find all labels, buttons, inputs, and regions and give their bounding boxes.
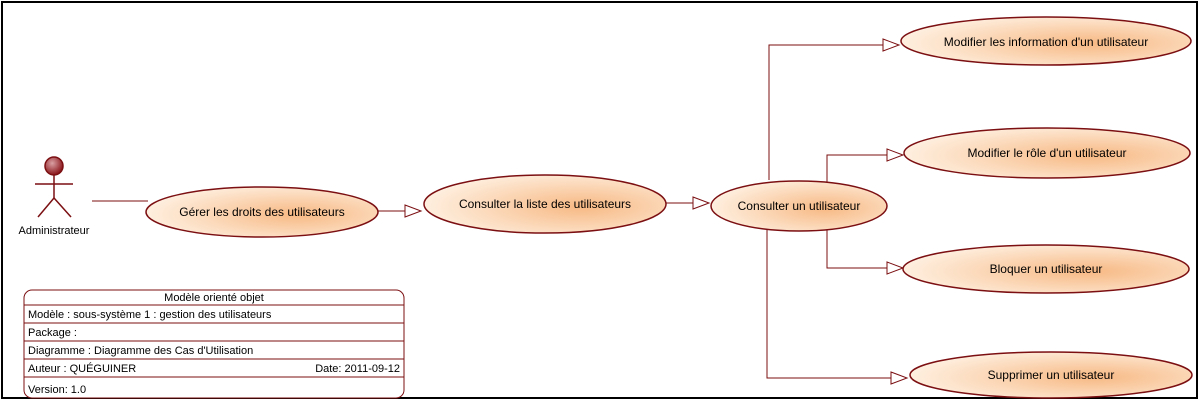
usecase-modifier-role[interactable]: Modifier le rôle d'un utilisateur xyxy=(903,127,1191,179)
actor-administrateur[interactable]: Administrateur xyxy=(19,156,90,237)
stick-figure-actor-icon xyxy=(35,156,73,218)
arrowhead xyxy=(890,371,909,385)
info-box-title: Modèle orienté objet xyxy=(164,292,264,304)
connectors xyxy=(92,38,909,385)
usecase-label: Bloquer un utilisateur xyxy=(990,262,1103,276)
usecase-ellipse xyxy=(423,174,667,234)
usecase-supprimer[interactable]: Supprimer un utilisateur xyxy=(909,351,1193,399)
info-date: Date: 2011-09-12 xyxy=(315,363,400,375)
usecase-bloquer[interactable]: Bloquer un utilisateur xyxy=(902,244,1190,294)
arrowhead xyxy=(692,196,711,210)
diagram-info-box: Modèle orienté objet Modèle : sous-systè… xyxy=(23,289,405,399)
usecase-ellipse xyxy=(909,351,1193,399)
info-auteur: Auteur : QUÉGUINER xyxy=(28,362,136,375)
arrowhead xyxy=(404,204,423,218)
usecase-gerer-droits[interactable]: Gérer les droits des utilisateurs xyxy=(145,186,379,238)
arrowhead xyxy=(886,148,905,162)
arrowhead xyxy=(882,38,901,52)
link-consulter-bloquer xyxy=(826,228,887,269)
usecase-label: Consulter un utilisateur xyxy=(738,199,861,213)
link-consulter-modifier-role xyxy=(826,154,887,182)
usecase-label: Gérer les droits des utilisateurs xyxy=(179,205,344,219)
usecase-ellipse xyxy=(902,244,1190,294)
usecase-ellipse xyxy=(903,127,1191,179)
usecase-consulter-un[interactable]: Consulter un utilisateur xyxy=(710,180,888,232)
info-box-border xyxy=(23,289,405,399)
usecase-label: Modifier les information d'un utilisateu… xyxy=(944,35,1148,49)
arrowhead xyxy=(886,261,905,275)
usecase-consulter-liste[interactable]: Consulter la liste des utilisateurs xyxy=(423,174,667,234)
usecase-label: Modifier le rôle d'un utilisateur xyxy=(967,146,1126,160)
usecase-label: Supprimer un utilisateur xyxy=(988,368,1115,382)
usecase-label: Consulter la liste des utilisateurs xyxy=(459,197,631,211)
link-consulter-modifier-infos xyxy=(768,44,883,180)
link-consulter-supprimer xyxy=(766,230,891,379)
usecase-ellipse xyxy=(145,186,379,238)
info-version: Version: 1.0 xyxy=(28,384,86,396)
info-diagramme: Diagramme : Diagramme des Cas d'Utilisat… xyxy=(28,345,253,357)
usecase-modifier-informations[interactable]: Modifier les information d'un utilisateu… xyxy=(900,16,1192,66)
info-modele: Modèle : sous-système 1 : gestion des ut… xyxy=(28,309,272,321)
usecase-ellipse xyxy=(900,16,1192,66)
actor-label: Administrateur xyxy=(19,225,90,237)
info-package: Package : xyxy=(28,327,77,339)
usecase-ellipse xyxy=(710,180,888,232)
